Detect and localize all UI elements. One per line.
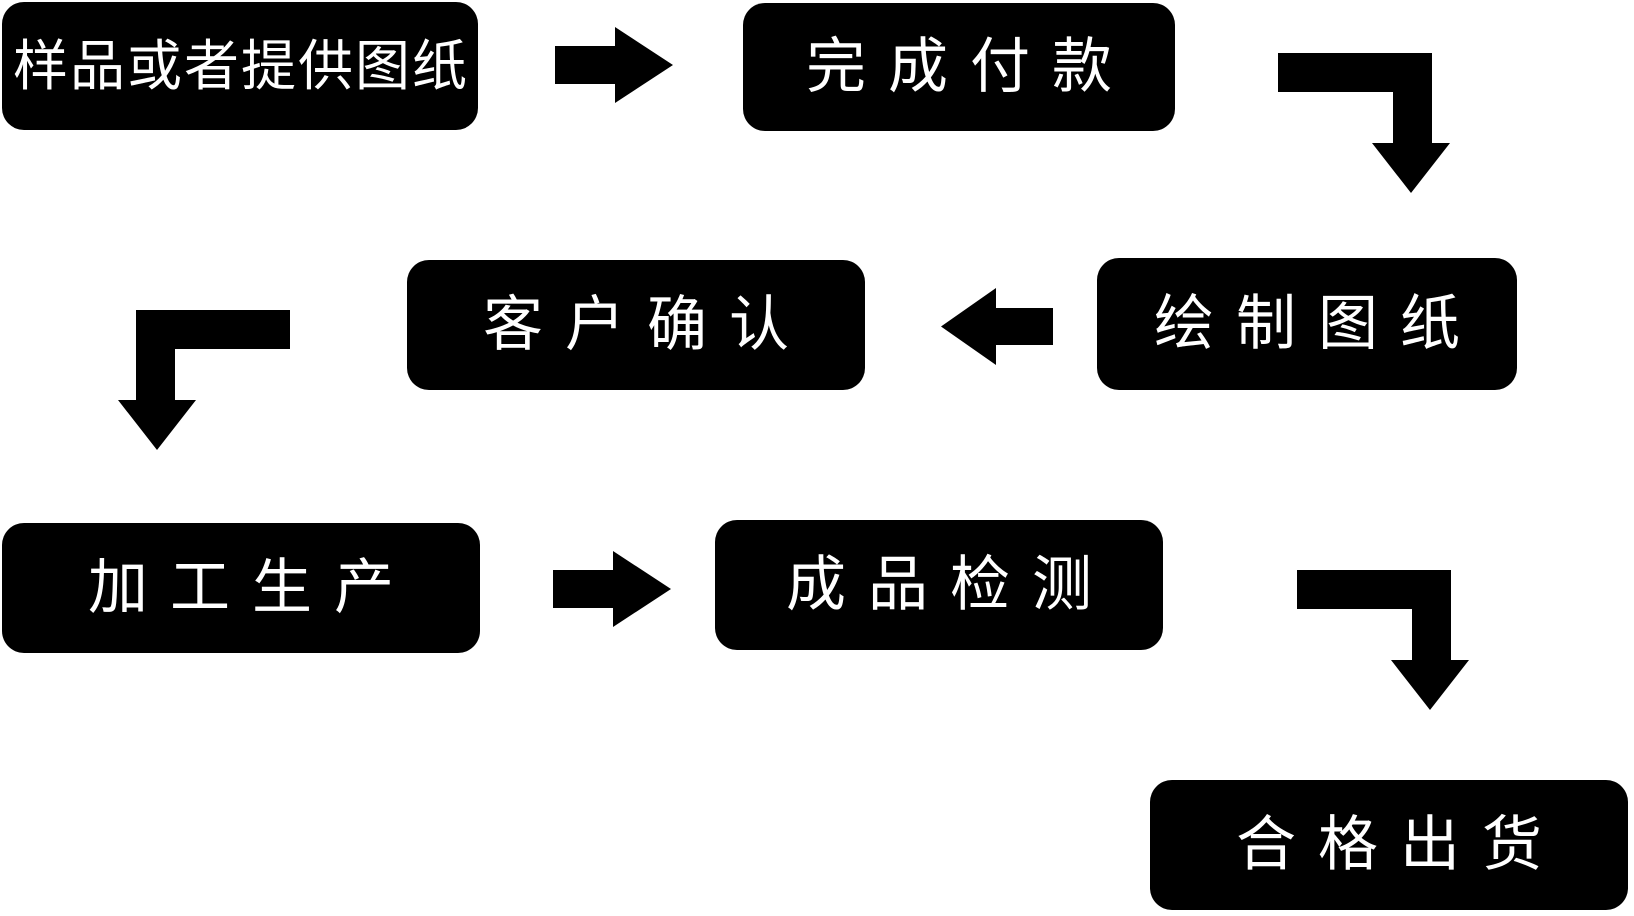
- node-label: 完成付款: [806, 33, 1134, 100]
- elbow-arrow-right-down-icon: [1278, 53, 1450, 193]
- flow-node-draw-drawings: 绘制图纸: [1097, 258, 1517, 390]
- arrow-right-icon: [555, 27, 673, 103]
- arrow-left-icon: [941, 288, 1053, 365]
- node-label: 绘制图纸: [1154, 290, 1482, 357]
- node-label: 加工生产: [88, 554, 416, 621]
- flow-node-customer-confirmation: 客户确认: [407, 260, 865, 390]
- flow-node-sample-or-provide-drawing: 样品或者提供图纸: [2, 2, 478, 130]
- flow-node-processing-production: 加工生产: [2, 523, 480, 653]
- node-label: 成品检测: [786, 551, 1114, 618]
- flow-node-finished-product-inspection: 成品检测: [715, 520, 1163, 650]
- flow-node-complete-payment: 完成付款: [743, 3, 1175, 131]
- elbow-arrow-right-down-icon: [1297, 570, 1469, 710]
- arrow-right-icon: [553, 551, 671, 627]
- node-label: 客户确认: [483, 291, 811, 358]
- node-label: 样品或者提供图纸: [12, 34, 469, 97]
- elbow-arrow-left-down-icon: [118, 310, 290, 450]
- node-label: 合格出货: [1236, 811, 1564, 878]
- flow-node-qualified-shipment: 合格出货: [1150, 780, 1628, 910]
